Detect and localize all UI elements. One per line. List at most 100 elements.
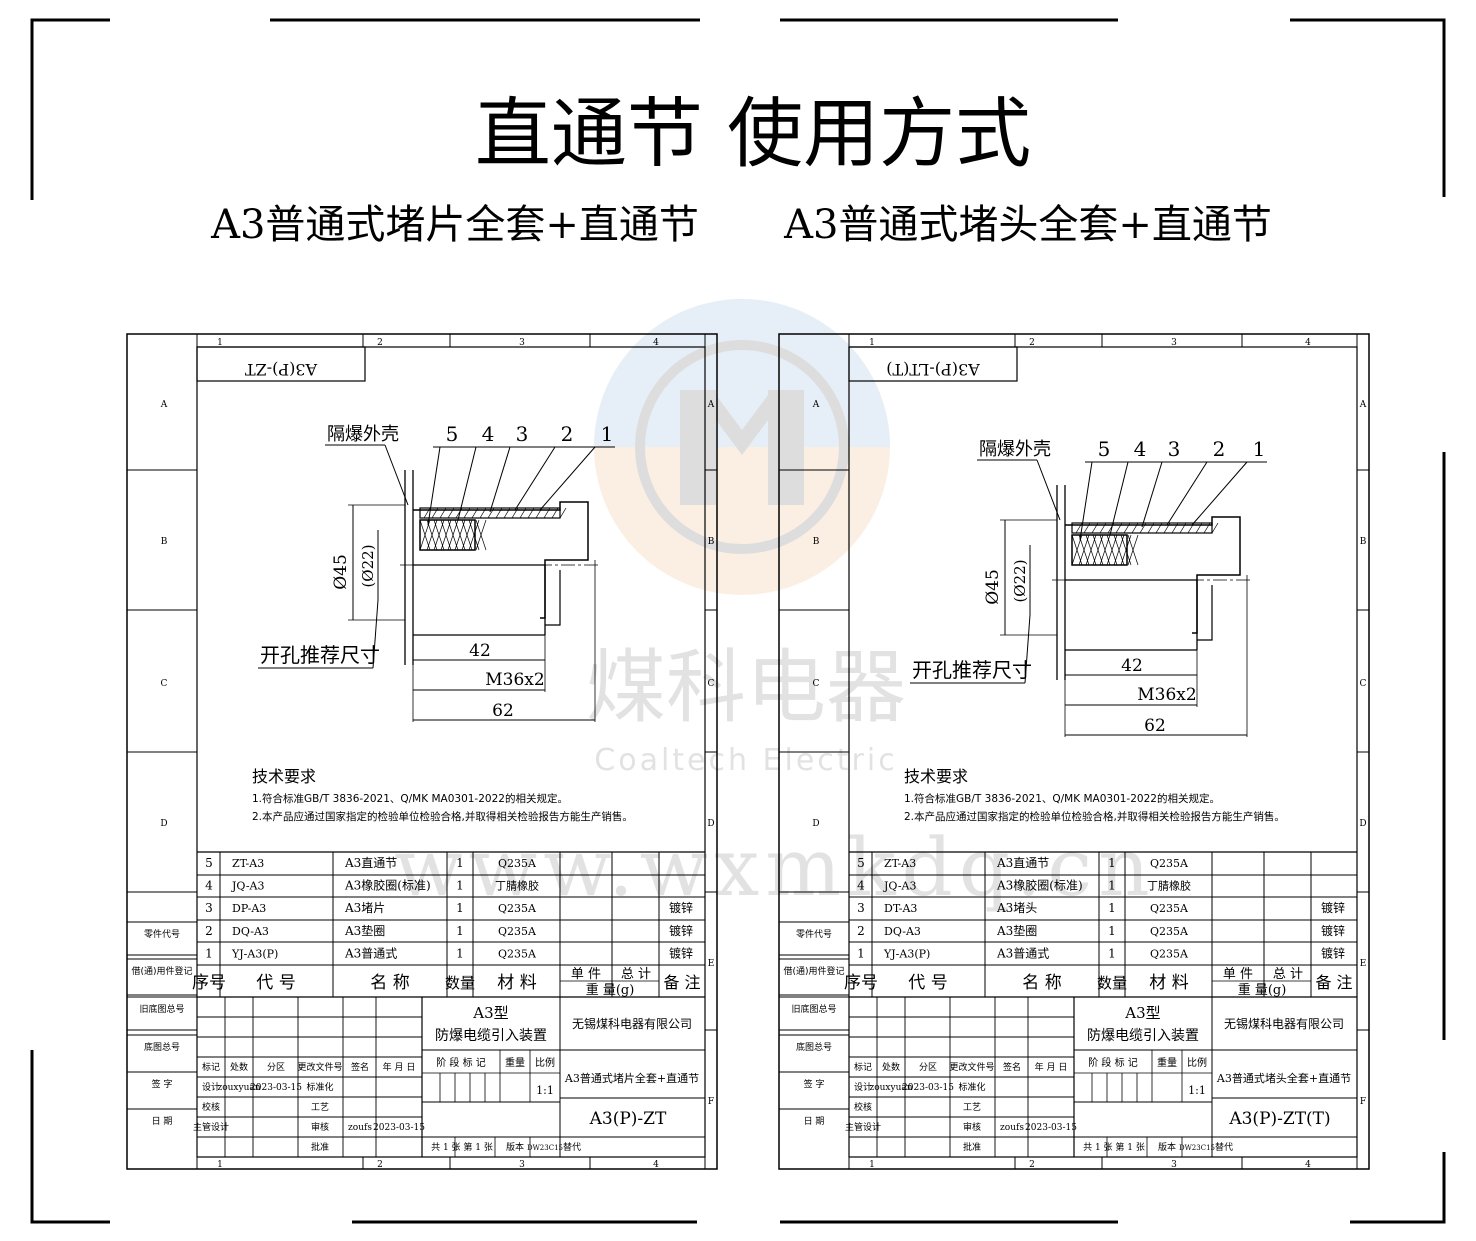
dim-62-label: 62	[492, 701, 514, 721]
bom-code: ZT-A3	[232, 857, 264, 870]
bom-name: A3堵片	[344, 901, 385, 915]
zone-row-label: B	[708, 537, 715, 547]
tb-cell-change_doc: 更改文件号	[949, 1061, 994, 1073]
bom-header-name: 名 称	[370, 973, 409, 993]
tb-model: A3型	[472, 1004, 508, 1022]
tb-cell-chief: 主管设计	[193, 1121, 229, 1133]
zone-col-label: 3	[519, 338, 525, 348]
zone-col-label: 1	[869, 1160, 875, 1170]
bom-header-note: 备 注	[1315, 973, 1352, 992]
bom-header-qty: 数量	[445, 974, 475, 992]
bom-qty: 1	[1108, 879, 1116, 893]
watermark-cn: 煤科电器	[586, 641, 906, 734]
tb-cell-design_date: 2023-03-15	[250, 1083, 302, 1093]
tech-line-1: 1.符合标准GB/T 3836-2021、Q/MK MA0301-2022的相关…	[252, 792, 568, 805]
callout-number: 2	[1213, 437, 1226, 461]
bom-name: A3普通式	[996, 946, 1049, 960]
hatch	[439, 507, 447, 519]
tech-line-2: 2.本产品应通过国家指定的检验单位检验合格,并取得相关检验报告方能生产销售。	[252, 810, 633, 823]
zone-col-label: 4	[1305, 1160, 1311, 1170]
bom-code: JQ-A3	[883, 880, 917, 893]
zone-row-label: B	[813, 537, 820, 547]
leader	[1191, 461, 1248, 526]
tb-cell-date: 年 月 日	[383, 1061, 416, 1073]
bom-code: DQ-A3	[884, 925, 921, 938]
tb-cell-check: 校核	[854, 1101, 872, 1113]
dim-thread-label: M36x2	[1137, 685, 1196, 705]
bom-header-name: 名 称	[1022, 973, 1061, 993]
bom-header-total: 总 计	[621, 967, 651, 982]
tb-stage: 阶 段 标 记	[1088, 1056, 1138, 1069]
hatch	[1171, 522, 1179, 534]
zone-row-label: D	[1359, 819, 1366, 829]
watermark-en: Coaltech Electric	[594, 743, 897, 778]
tb-cell-std: 标准化	[958, 1081, 985, 1093]
tech-title: 技术要求	[904, 767, 968, 786]
leader	[1141, 461, 1163, 528]
tb-product: 防爆电缆引入装置	[1087, 1028, 1199, 1044]
bom-no: 4	[205, 879, 213, 893]
bom-name: A3橡胶圈(标准)	[996, 878, 1083, 893]
zone-row-label: B	[1360, 537, 1367, 547]
callout-number: 4	[482, 422, 495, 446]
bom-note: 镀锌	[1321, 901, 1345, 915]
leader	[457, 446, 477, 521]
tb-cell-check: 校核	[202, 1101, 220, 1113]
zone-row-label: B	[161, 537, 168, 547]
bom-header-no: 序号	[192, 973, 226, 993]
bom-name: A3直通节	[996, 856, 1049, 870]
callout-number: 2	[561, 422, 574, 446]
tb-cell-mark: 标记	[202, 1061, 220, 1073]
drawing-tag: A3(P)-LT(T)	[886, 360, 981, 379]
tb-scale: 比例	[1187, 1056, 1207, 1069]
leader	[539, 446, 596, 511]
hatch	[423, 507, 431, 519]
hatch	[527, 507, 535, 519]
bom-material: 丁腈橡胶	[1147, 879, 1191, 893]
zone-row-label: E	[708, 959, 715, 969]
tb-cell-change_doc: 更改文件号	[297, 1061, 342, 1073]
bom-no: 3	[205, 901, 213, 915]
hatch	[447, 507, 455, 519]
gland-nut	[1197, 585, 1213, 641]
leader	[384, 444, 409, 506]
washer	[419, 507, 561, 519]
side-label: 签 字	[804, 1078, 825, 1090]
hatch	[503, 507, 511, 519]
tb-weight: 重量	[1157, 1056, 1177, 1069]
side-label: 零件代号	[796, 928, 832, 940]
tb-cell-approve: 批准	[311, 1141, 329, 1153]
side-label: 借(通)用件登记	[783, 965, 844, 977]
bom-note: 镀锌	[1321, 946, 1345, 960]
bom-qty: 1	[1108, 856, 1116, 870]
zone-row-label: A	[707, 400, 715, 410]
bom-no: 2	[205, 924, 213, 938]
callout-number: 1	[1253, 437, 1266, 461]
bom-material: Q235A	[1150, 902, 1189, 915]
hatch	[1083, 522, 1091, 534]
bom-header-weight: 重 量(g)	[1238, 982, 1287, 998]
dim-thread-label: M36x2	[485, 670, 544, 690]
hatch	[1139, 522, 1147, 534]
watermark-url: www.wxmkdq.cn	[394, 821, 1155, 914]
bom-qty: 1	[456, 879, 464, 893]
bom-material: Q235A	[1150, 947, 1189, 960]
tb-product: 防爆电缆引入装置	[435, 1028, 547, 1044]
hatch	[1147, 522, 1155, 534]
zone-col-label: 2	[1029, 338, 1035, 348]
bom-header-code: 代 号	[256, 973, 295, 993]
side-label: 日 期	[804, 1116, 825, 1127]
callout-number: 1	[601, 422, 614, 446]
title-block: A3型防爆电缆引入装置无锡煤科电器有限公司阶 段 标 记重量比例1:1A3普通式…	[845, 996, 1357, 1158]
tb-cell-mark: 标记	[854, 1061, 872, 1073]
tech-line-2: 2.本产品应通过国家指定的检验单位检验合格,并取得相关检验报告方能生产销售。	[904, 810, 1285, 823]
tb-cell-count: 处数	[882, 1061, 900, 1073]
tb-replace: 替代	[563, 1141, 581, 1153]
tb-replace: 替代	[1215, 1141, 1233, 1153]
bom-qty: 1	[456, 856, 464, 870]
tag-box	[848, 346, 1018, 382]
tb-sheets: 共 1 张 第 1 张	[1083, 1141, 1145, 1153]
bom-code: JQ-A3	[231, 880, 265, 893]
bom-qty: 1	[456, 946, 464, 960]
